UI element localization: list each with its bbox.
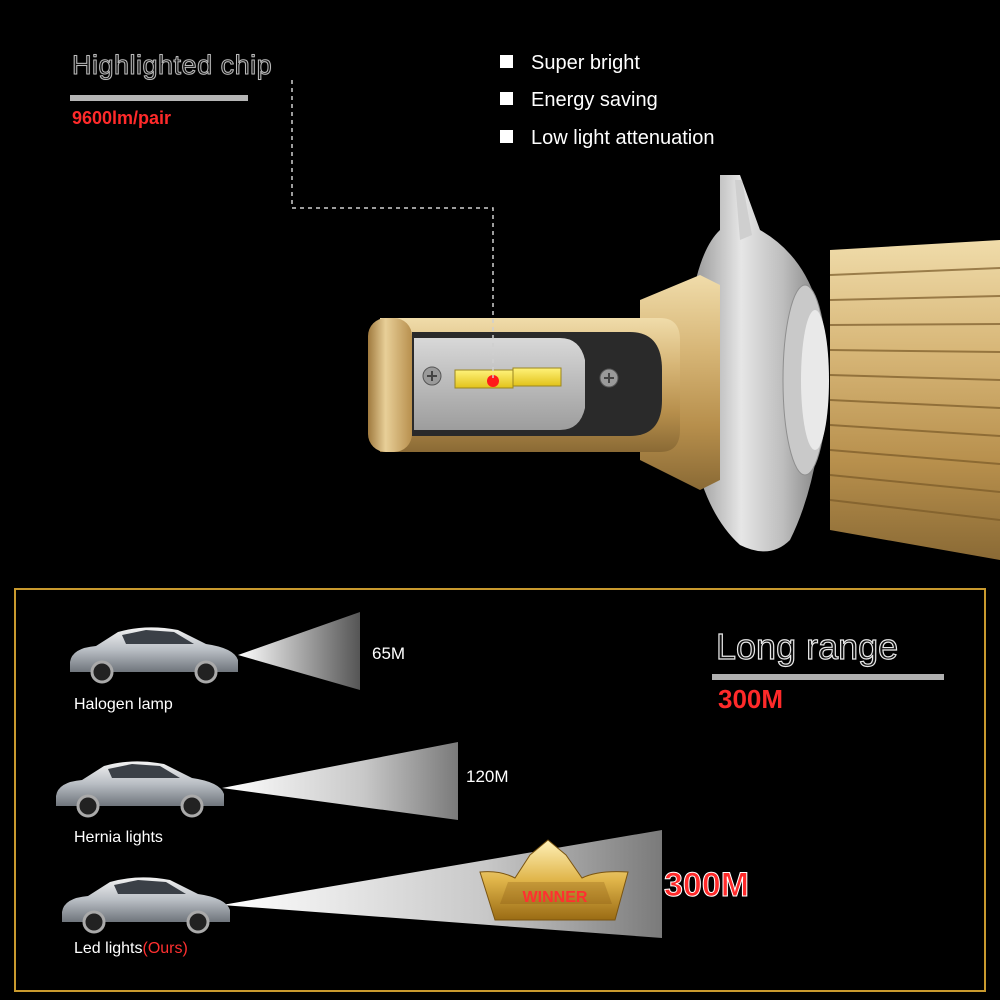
led-distance: 300M [663,866,750,905]
chip-title: Highlighted chip [71,50,273,81]
feature-label: Super bright [531,52,640,74]
hernia-beam [222,742,458,820]
chip-value: 9600lm/pair [72,108,172,128]
bullet-square-icon [500,130,513,143]
callout-line [291,80,494,378]
led-label-text: Led lights [74,940,143,957]
long-range-title: Long range [715,625,899,667]
chip-marker-dot [487,375,499,387]
bullet-square-icon [500,55,513,68]
led-label: Led lights(Ours) [74,940,188,958]
feature-label: Energy saving [531,89,658,111]
car-hernia [56,761,224,818]
chip-title-underline [70,95,248,101]
halogen-beam [238,612,360,690]
feature-item: Low light attenuation [500,127,714,150]
car-led [62,877,230,934]
halogen-distance: 65M [372,644,406,663]
ours-tag: (Ours) [142,940,188,957]
feature-item: Energy saving [500,89,658,112]
winner-badge-text: WINNER [523,889,588,906]
long-range-underline [712,674,944,680]
long-range-value: 300M [718,684,784,714]
comparison-panel [14,588,986,992]
feature-item: Super bright [500,52,640,75]
feature-label: Low light attenuation [531,127,715,149]
hernia-distance: 120M [466,767,509,786]
winner-crown-icon [479,839,629,921]
heatsink-fins [829,240,1000,560]
halogen-label: Halogen lamp [74,696,173,713]
hernia-label: Hernia lights [74,829,163,846]
led-bulb-illustration [291,80,1000,560]
car-halogen [70,627,238,684]
bullet-square-icon [500,92,513,105]
